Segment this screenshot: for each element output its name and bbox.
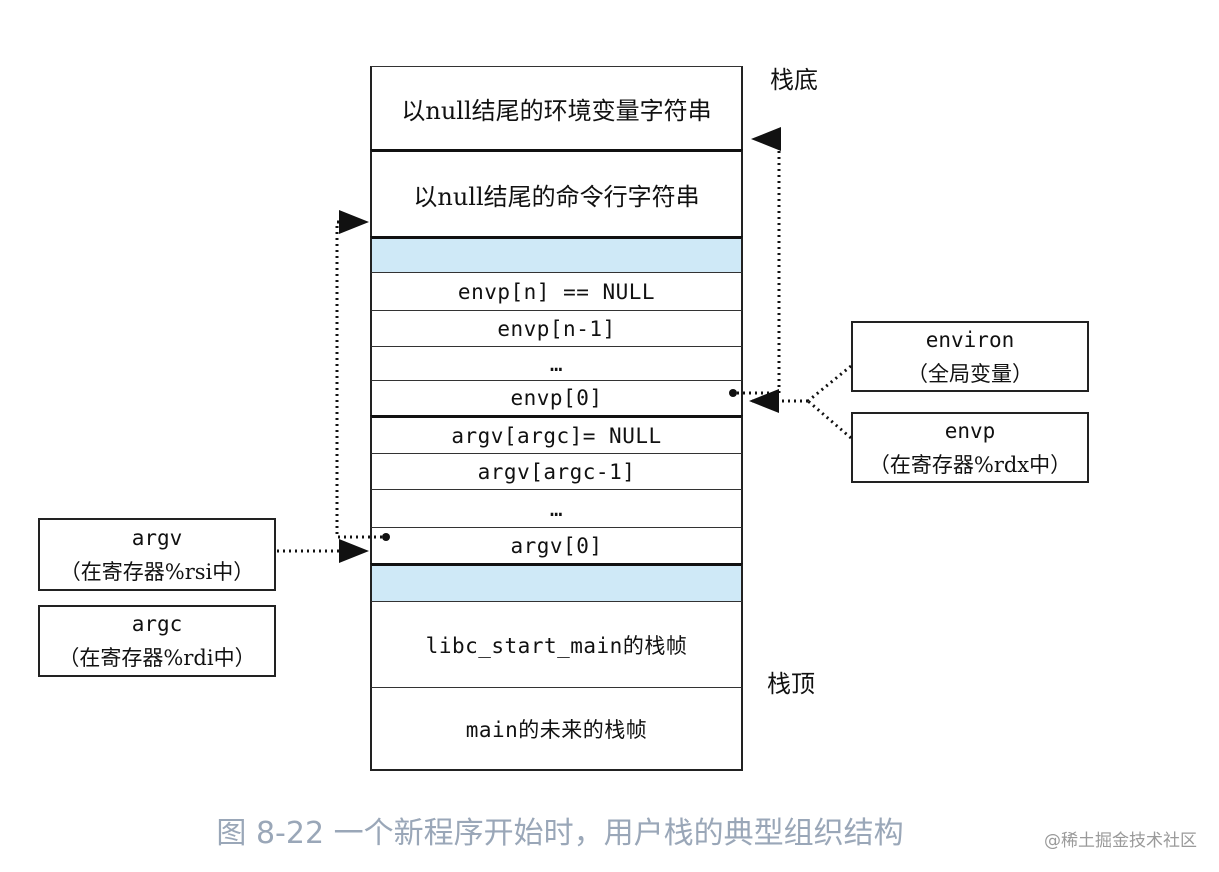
environ-name: environ xyxy=(925,327,1015,352)
environ-note: （全局变量） xyxy=(907,361,1033,386)
envp-name: envp xyxy=(944,418,996,443)
argv-argc-minus-1-cell: argv[argc-1] xyxy=(370,453,743,489)
argv-name: argv xyxy=(131,525,183,550)
padding-cell-bottom xyxy=(370,563,743,601)
argv-0-cell: argv[0] xyxy=(370,527,743,563)
envp-box: envp （在寄存器%rdx中） xyxy=(851,412,1089,483)
envp-n-minus-1-cell: envp[n-1] xyxy=(370,310,743,346)
envp-n-null-cell: envp[n] == NULL xyxy=(370,272,743,310)
libc-start-main-frame-cell: libc_start_main的栈帧 xyxy=(370,601,743,687)
env-strings-cell: 以null结尾的环境变量字符串 xyxy=(370,66,743,149)
main-future-frame-cell: main的未来的栈帧 xyxy=(370,687,743,771)
argc-note: （在寄存器%rdi中） xyxy=(58,646,256,670)
argv-box: argv （在寄存器%rsi中） xyxy=(38,518,276,591)
argv-argc-null-cell: argv[argc]= NULL xyxy=(370,415,743,453)
argv-strings-cell: 以null结尾的命令行字符串 xyxy=(370,149,743,236)
argv0-to-argv-strings-arrow xyxy=(335,210,390,541)
environ-box: environ （全局变量） xyxy=(851,321,1089,392)
stack-top-label: 栈顶 xyxy=(767,670,815,698)
watermark: @稀土掘金技术社区 xyxy=(1044,831,1197,851)
padding-cell-top xyxy=(370,236,743,272)
envp-ellipsis-cell: … xyxy=(370,346,743,380)
stack-bottom-label: 栈底 xyxy=(770,66,818,94)
envp-0-cell: envp[0] xyxy=(370,380,743,415)
argv-ellipsis-cell: … xyxy=(370,489,743,527)
argc-box: argc （在寄存器%rdi中） xyxy=(38,605,276,677)
argv-note: （在寄存器%rsi中） xyxy=(59,559,255,584)
figure-caption: 图 8-22 一个新程序开始时，用户栈的典型组织结构 xyxy=(216,816,904,851)
argc-name: argc xyxy=(131,612,183,636)
environ-envp-to-envp0-arrow xyxy=(749,364,852,440)
envp-note: （在寄存器%rdx中） xyxy=(868,452,1072,477)
envp0-to-env-strings-arrow xyxy=(729,127,781,397)
